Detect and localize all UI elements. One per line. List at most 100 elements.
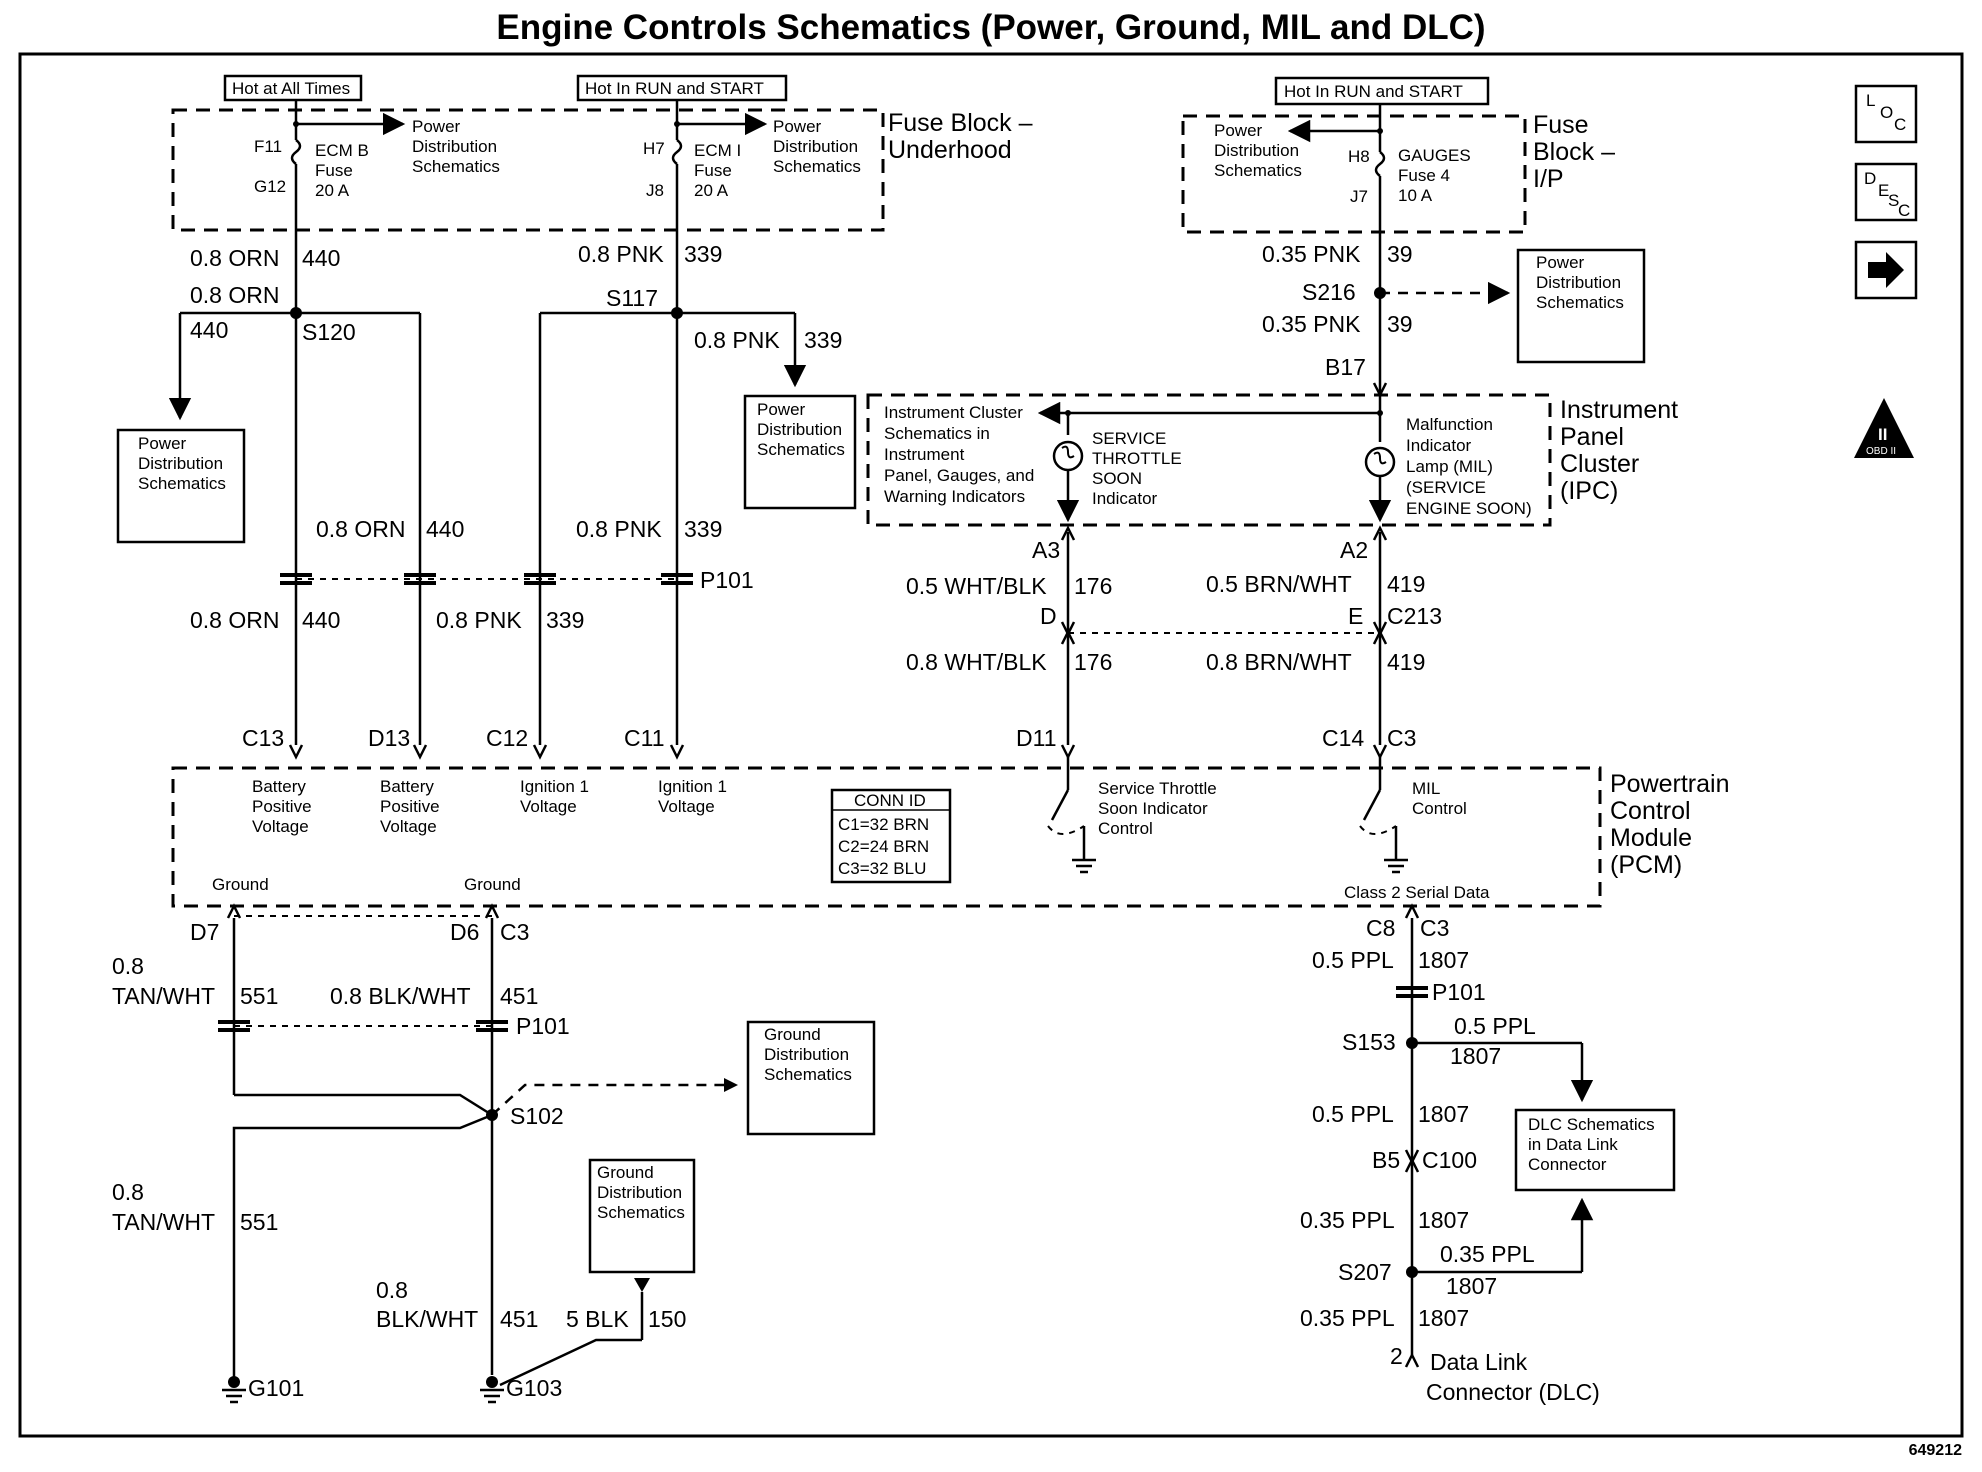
- ground-g103: G103: [506, 1375, 562, 1401]
- pin-2: 2: [1390, 1343, 1403, 1369]
- page-id: 649212: [1908, 1442, 1962, 1459]
- wire-1807-label-1: 1807: [1418, 947, 1469, 973]
- pin-d6: D6: [450, 919, 479, 945]
- wire-1807-label-3: 1807: [1418, 1101, 1469, 1127]
- ground-dist-1-line3: Schematics: [764, 1065, 852, 1084]
- ecm-i-dest-line3: Schematics: [773, 157, 861, 176]
- ipc-ref-line5: Warning Indicators: [884, 487, 1025, 506]
- ip-dest-line2: Distribution: [1214, 141, 1299, 160]
- connector-c213: C213: [1387, 603, 1442, 629]
- svg-text:S: S: [1888, 191, 1899, 210]
- fuse-block-ip: Hot In RUN and START Fuse Block – I/P Po…: [1181, 76, 1615, 234]
- wire-brn-wht-label-1: 0.5 BRN/WHT: [1206, 571, 1352, 597]
- power-dist-right-line1: Power: [1536, 253, 1585, 272]
- ecm-b-dest-line2: Distribution: [412, 137, 497, 156]
- wire-blk-label: 5 BLK: [566, 1306, 629, 1332]
- power-dist-left-line3: Schematics: [138, 474, 226, 493]
- ipc-sts-line1: SERVICE: [1092, 429, 1166, 448]
- obd-ii-icon: II OBD II: [1854, 398, 1914, 458]
- svg-text:L: L: [1866, 91, 1875, 110]
- ipc-ref-line4: Panel, Gauges, and: [884, 466, 1034, 485]
- svg-text:OBD II: OBD II: [1866, 446, 1896, 457]
- pin-c13: C13: [242, 725, 284, 751]
- wire-339-label-3: 339: [684, 516, 722, 542]
- pcm-bat2-line3: Voltage: [380, 817, 437, 836]
- ecm-i-type: Fuse: [694, 161, 732, 180]
- ecm-b-type: Fuse: [315, 161, 353, 180]
- pin-d7: D7: [190, 919, 219, 945]
- fuse-block-underhood-name2: Underhood: [888, 136, 1012, 164]
- ground-g101-icon: [222, 1388, 246, 1404]
- svg-text:E: E: [1878, 181, 1889, 200]
- ipc-sts-line2: THROTTLE: [1092, 449, 1182, 468]
- wire-150-label: 150: [648, 1306, 686, 1332]
- hot-at-all-times-label: Hot at All Times: [232, 79, 350, 98]
- p101-label-ground: P101: [516, 1013, 570, 1039]
- mil-switch-icon: [1362, 789, 1382, 821]
- right-arrow-icon[interactable]: [1854, 240, 1918, 300]
- ground-dist-2-line1: Ground: [597, 1163, 654, 1182]
- pcm-ground-2: Ground: [464, 875, 521, 894]
- ipc-mil-line1: Malfunction: [1406, 415, 1493, 434]
- ecm-b-name: ECM B: [315, 141, 369, 160]
- ipc-sts-line3: SOON: [1092, 469, 1142, 488]
- wire-pnk-label-3: 0.8 PNK: [576, 516, 662, 542]
- ipc-name2: Panel: [1560, 423, 1624, 451]
- wire-orn-label-4: 0.8 ORN: [190, 607, 279, 633]
- wire-39-label-2: 39: [1387, 311, 1413, 337]
- wire-440-label-3: 440: [426, 516, 464, 542]
- left-power-wiring: 0.8 ORN 440 0.8 ORN S120 440 Power Distr…: [116, 230, 857, 760]
- wire-1807-label-5: 1807: [1446, 1273, 1497, 1299]
- svg-text:C: C: [1898, 201, 1910, 220]
- wire-pnk-label-1: 0.8 PNK: [578, 241, 664, 267]
- pin-e: E: [1348, 603, 1363, 629]
- wire-339-label-2: 339: [804, 327, 842, 353]
- gauges-fuse-name: GAUGES: [1398, 146, 1471, 165]
- power-dist-box-left: [116, 428, 246, 544]
- ground-dist-2-line3: Schematics: [597, 1203, 685, 1222]
- wire-blk-wht-color-2: BLK/WHT: [376, 1306, 478, 1332]
- gauges-fuse-type: Fuse 4: [1398, 166, 1450, 185]
- pcm-bat2-line2: Positive: [380, 797, 440, 816]
- pin-c11: C11: [624, 725, 665, 751]
- wire-ppl-label-5: 0.35 PPL: [1440, 1241, 1535, 1267]
- ecm-b-bottom-term: G12: [254, 177, 286, 196]
- wire-tan-wht-size-1: 0.8: [112, 953, 144, 979]
- loc-icon[interactable]: LOC: [1854, 84, 1918, 144]
- conn-id-title: CONN ID: [854, 791, 926, 810]
- ground-wiring: D7 D6 C3 0.8 TAN/WHT 551 0.8 BLK/WHT 451…: [112, 903, 876, 1404]
- ecm-i-fuse-icon: [671, 139, 683, 165]
- p101-label-top: P101: [700, 567, 754, 593]
- pcm-bat2-line1: Battery: [380, 777, 434, 796]
- ip-dest-line3: Schematics: [1214, 161, 1302, 180]
- pin-b17: B17: [1325, 354, 1366, 380]
- ip-dest-line1: Power: [1214, 121, 1263, 140]
- pcm-name3: Module: [1610, 824, 1692, 852]
- wire-176-label-2: 176: [1074, 649, 1112, 675]
- wire-tan-wht-size-2: 0.8: [112, 1179, 144, 1205]
- wire-orn-label-3: 0.8 ORN: [316, 516, 405, 542]
- pin-d: D: [1040, 603, 1057, 629]
- ecm-b-top-term: F11: [254, 137, 282, 156]
- wire-440-label-2: 440: [190, 317, 228, 343]
- pin-a3: A3: [1032, 537, 1060, 563]
- ground-dist-1-line2: Distribution: [764, 1045, 849, 1064]
- pcm-mil-line1: MIL: [1412, 779, 1440, 798]
- svg-text:O: O: [1880, 103, 1893, 122]
- wire-pnk-label-2: 0.8 PNK: [694, 327, 780, 353]
- pin-c8: C8: [1366, 915, 1395, 941]
- ground-dist-box-1: [746, 1020, 876, 1136]
- connector-c100: C100: [1422, 1147, 1477, 1173]
- pcm-bat1-line1: Battery: [252, 777, 306, 796]
- ground-dist-2-line2: Distribution: [597, 1183, 682, 1202]
- wire-451-label-2: 451: [500, 1306, 538, 1332]
- splice-s153: S153: [1342, 1029, 1396, 1055]
- wire-blk-wht-size-2: 0.8: [376, 1277, 408, 1303]
- ecm-b-dest-line1: Power: [412, 117, 461, 136]
- splice-s216: S216: [1302, 279, 1356, 305]
- pcm-bat1-line2: Positive: [252, 797, 312, 816]
- wire-orn-label-1: 0.8 ORN: [190, 245, 279, 271]
- ipc-name3: Cluster: [1560, 450, 1639, 478]
- splice-s120: S120: [302, 319, 356, 345]
